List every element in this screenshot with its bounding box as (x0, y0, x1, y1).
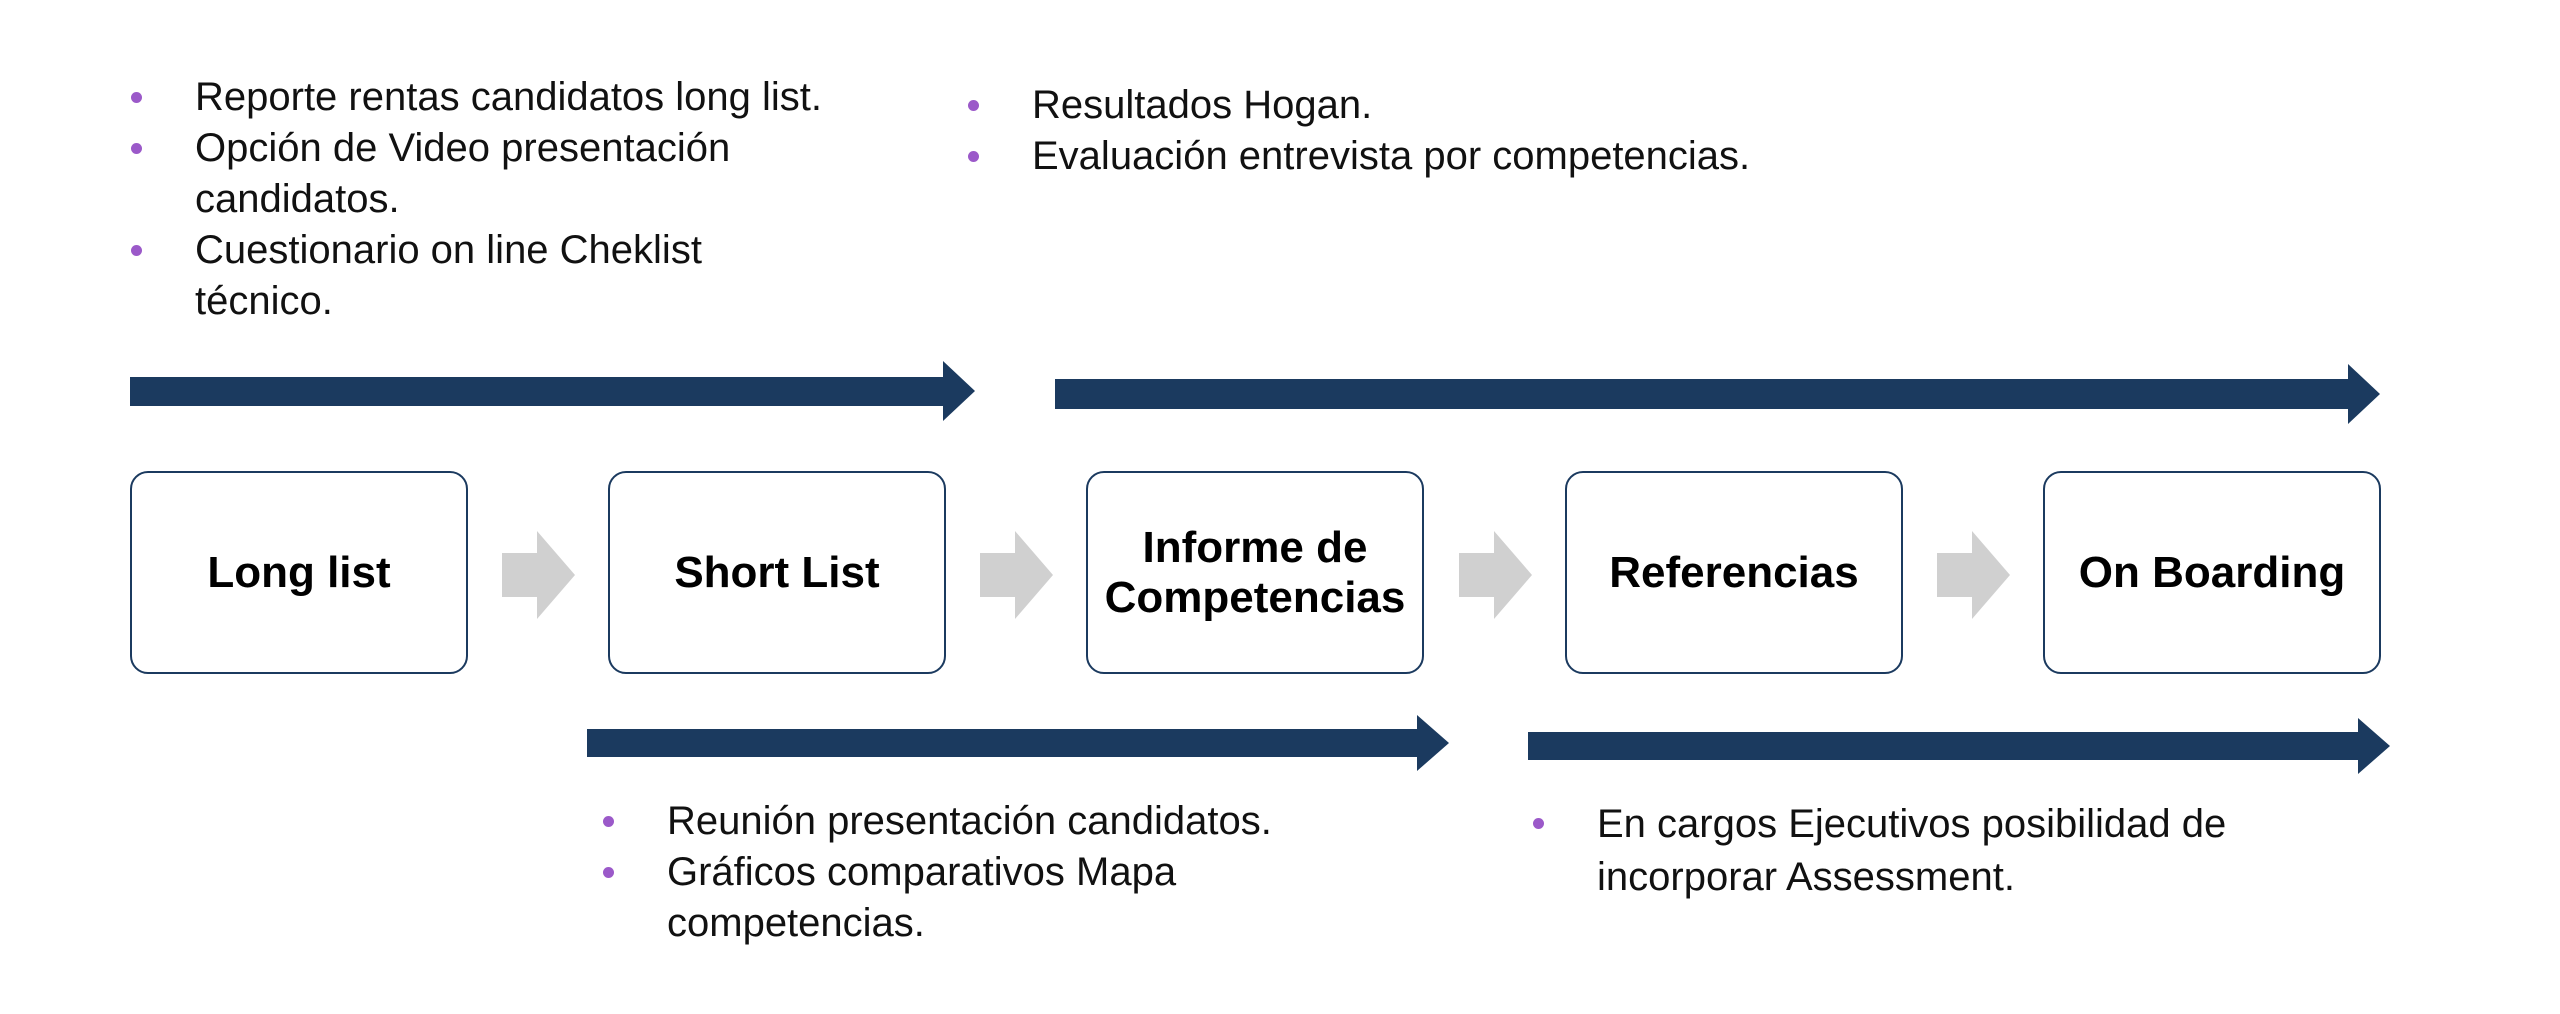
bullet-dot (603, 867, 614, 878)
bullet-dot (131, 143, 142, 154)
bullet-dot (968, 100, 979, 111)
stage-short-list: Short List (608, 471, 946, 674)
chevron-arrow-icon (980, 531, 1053, 619)
arrow-top-right (1055, 364, 2380, 424)
bullet-dot (1533, 818, 1544, 829)
stage-referencias: Referencias (1565, 471, 1903, 674)
bullet-item: En cargos Ejecutivos posibilidad de inco… (1533, 798, 2317, 904)
arrow-bottom-right (1528, 718, 2390, 774)
bullet-item: Reporte rentas candidatos long list. (131, 72, 835, 123)
bullet-item: Gráficos comparativos Mapa competencias. (603, 847, 1307, 949)
bullets-bottom-right: En cargos Ejecutivos posibilidad de inco… (1533, 798, 2317, 904)
bullet-item: Resultados Hogan. (968, 80, 1750, 131)
stage-long-list: Long list (130, 471, 468, 674)
stage-informe-competencias: Informe de Competencias (1086, 471, 1424, 674)
bullets-top-left: Reporte rentas candidatos long list. Opc… (131, 72, 835, 327)
bullets-top-right: Resultados Hogan. Evaluación entrevista … (968, 80, 1750, 182)
stage-on-boarding: On Boarding (2043, 471, 2381, 674)
bullet-dot (968, 151, 979, 162)
arrow-bottom-left (587, 715, 1449, 771)
bullet-item: Cuestionario on line Cheklist técnico. (131, 225, 835, 327)
chevron-arrow-icon (1937, 531, 2010, 619)
bullets-bottom-left: Reunión presentación candidatos. Gráfico… (603, 796, 1307, 949)
bullet-item: Opción de Video presentación candidatos. (131, 123, 835, 225)
bullet-item: Evaluación entrevista por competencias. (968, 131, 1750, 182)
bullet-dot (603, 816, 614, 827)
bullet-item: Reunión presentación candidatos. (603, 796, 1307, 847)
chevron-arrow-icon (1459, 531, 1532, 619)
chevron-arrow-icon (502, 531, 575, 619)
bullet-dot (131, 245, 142, 256)
arrow-top-left (130, 361, 975, 421)
bullet-dot (131, 92, 142, 103)
